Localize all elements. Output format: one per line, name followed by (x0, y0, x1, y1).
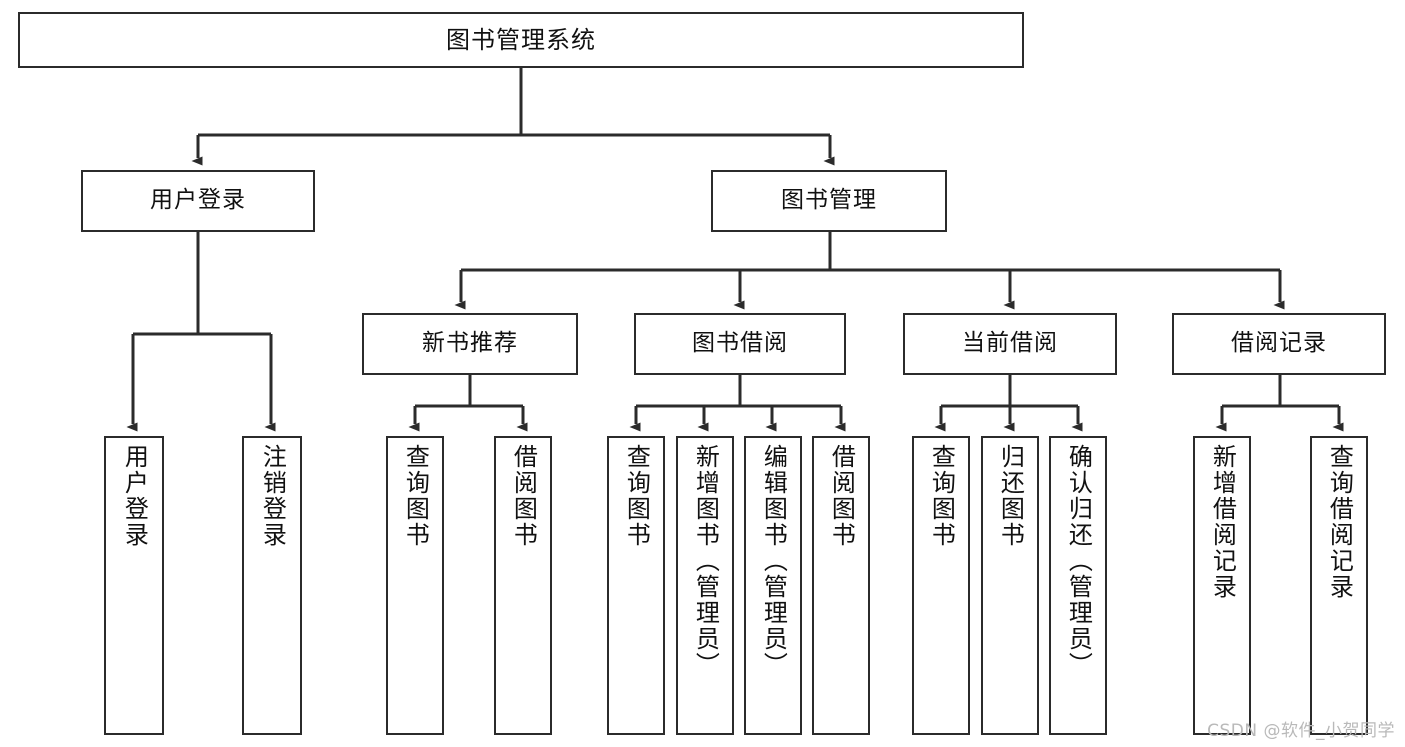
leaf-borrow-edit-book-admin-label: 编辑图书（管理员） (759, 444, 788, 678)
leaf-records-add-record[interactable]: 新增借阅记录 (1193, 436, 1251, 735)
node-user-login[interactable]: 用户登录 (81, 170, 315, 232)
leaf-new-book-borrow-label: 借阅图书 (509, 444, 538, 548)
leaf-current-confirm-return-admin-label: 确认归还（管理员） (1064, 444, 1093, 678)
node-borrow-records-label: 借阅记录 (1231, 330, 1327, 357)
node-new-book-recommend[interactable]: 新书推荐 (362, 313, 578, 375)
node-current-borrow-label: 当前借阅 (962, 330, 1058, 357)
leaf-new-book-query-label: 查询图书 (401, 444, 430, 548)
node-book-management[interactable]: 图书管理 (711, 170, 947, 232)
leaf-records-query-record[interactable]: 查询借阅记录 (1310, 436, 1368, 735)
leaf-user-login-login-label: 用户登录 (120, 444, 149, 548)
leaf-borrow-borrow-book[interactable]: 借阅图书 (812, 436, 870, 735)
node-new-book-recommend-label: 新书推荐 (422, 330, 518, 357)
node-book-borrow[interactable]: 图书借阅 (634, 313, 846, 375)
node-book-management-label: 图书管理 (781, 187, 877, 214)
node-borrow-records[interactable]: 借阅记录 (1172, 313, 1386, 375)
leaf-user-login-logout[interactable]: 注销登录 (242, 436, 302, 735)
leaf-current-query-book-label: 查询图书 (927, 444, 956, 548)
leaf-current-confirm-return-admin[interactable]: 确认归还（管理员） (1049, 436, 1107, 735)
node-book-borrow-label: 图书借阅 (692, 330, 788, 357)
leaf-borrow-add-book-admin-label: 新增图书（管理员） (691, 444, 720, 678)
leaf-new-book-query[interactable]: 查询图书 (386, 436, 444, 735)
leaf-records-query-record-label: 查询借阅记录 (1325, 444, 1354, 600)
leaf-borrow-query-book-label: 查询图书 (622, 444, 651, 548)
leaf-user-login-logout-label: 注销登录 (258, 444, 287, 548)
watermark: CSDN @软件_小贺同学 (1207, 721, 1395, 741)
leaf-borrow-borrow-book-label: 借阅图书 (827, 444, 856, 548)
node-root-system-label: 图书管理系统 (446, 25, 596, 54)
leaf-current-return-book[interactable]: 归还图书 (981, 436, 1039, 735)
leaf-current-return-book-label: 归还图书 (996, 444, 1025, 548)
leaf-borrow-edit-book-admin[interactable]: 编辑图书（管理员） (744, 436, 802, 735)
leaf-borrow-query-book[interactable]: 查询图书 (607, 436, 665, 735)
node-root-system[interactable]: 图书管理系统 (18, 12, 1024, 68)
leaf-borrow-add-book-admin[interactable]: 新增图书（管理员） (676, 436, 734, 735)
leaf-user-login-login[interactable]: 用户登录 (104, 436, 164, 735)
leaf-new-book-borrow[interactable]: 借阅图书 (494, 436, 552, 735)
leaf-records-add-record-label: 新增借阅记录 (1208, 444, 1237, 600)
node-user-login-label: 用户登录 (150, 187, 246, 214)
node-current-borrow[interactable]: 当前借阅 (903, 313, 1117, 375)
leaf-current-query-book[interactable]: 查询图书 (912, 436, 970, 735)
